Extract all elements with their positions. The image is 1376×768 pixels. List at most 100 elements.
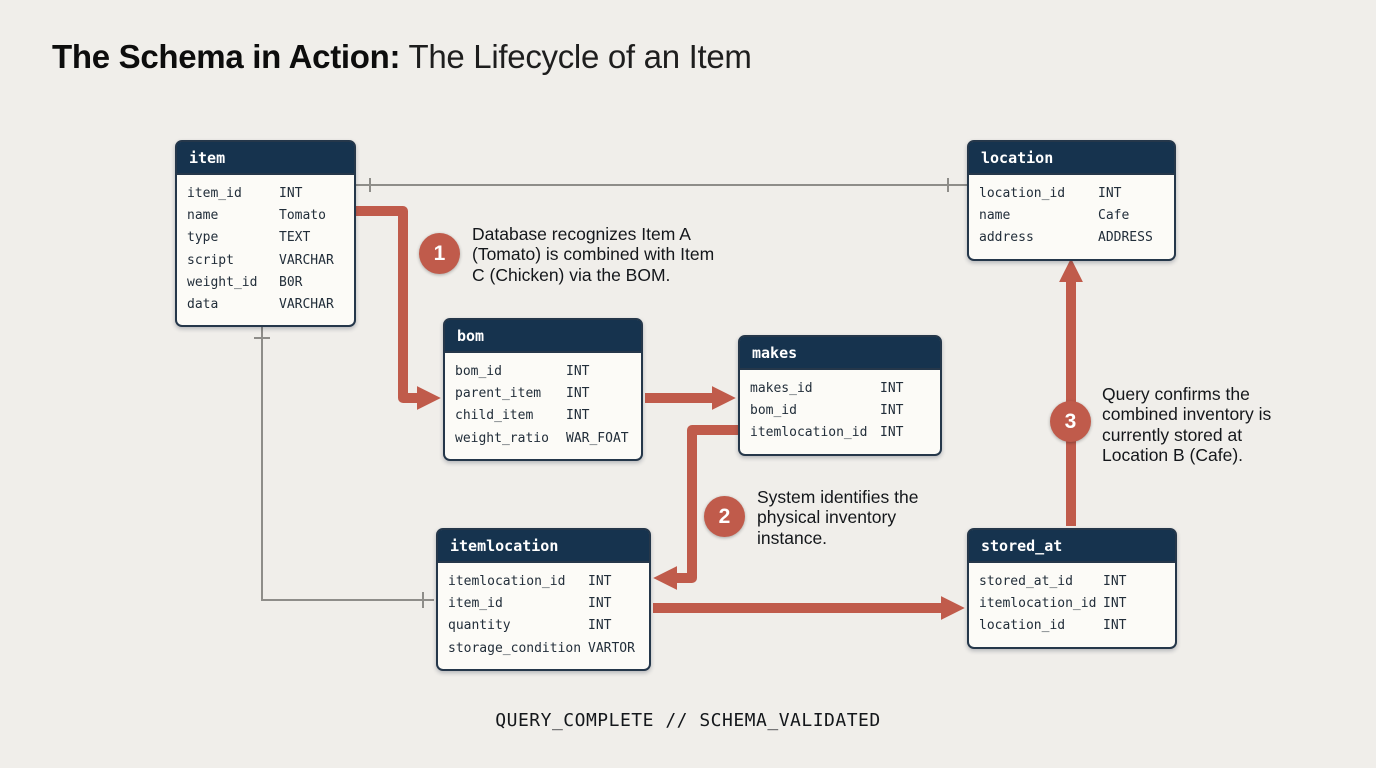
- field-name: data: [187, 297, 219, 313]
- table-row: script VARCHAR: [187, 250, 344, 272]
- field-type: INT: [1098, 186, 1122, 201]
- step-badge-1: 1: [419, 233, 460, 274]
- field-type: TEXT: [279, 230, 311, 246]
- table-row: stored_at_id INT: [979, 571, 1165, 593]
- field-name: child_item: [455, 408, 534, 424]
- field-name: itemlocation_id: [448, 574, 566, 589]
- field-type: INT: [588, 618, 612, 634]
- table-row: type TEXT: [187, 227, 344, 249]
- field-name: location_id: [979, 618, 1066, 634]
- field-type: VARCHAR: [279, 252, 334, 268]
- field-name: quantity: [448, 618, 511, 634]
- field-name: type: [187, 230, 219, 246]
- field-name: makes_id: [750, 381, 813, 396]
- flow-arrow-item-to-bom: [352, 206, 441, 411]
- field-type: INT: [566, 386, 590, 402]
- field-type: Tomato: [279, 208, 326, 224]
- table-location-body: location_id INT name Cafe address ADDRESS: [969, 175, 1174, 259]
- field-name: item_id: [448, 596, 503, 612]
- field-type: VARCHAR: [279, 297, 334, 313]
- table-item-header: item: [177, 142, 354, 175]
- field-name: stored_at_id: [979, 574, 1073, 589]
- table-row: weight_id B0R: [187, 272, 344, 294]
- field-type: INT: [880, 425, 904, 441]
- page-title-bold: The Schema in Action:: [52, 38, 401, 75]
- table-row: name Tomato: [187, 205, 344, 227]
- field-type: INT: [880, 403, 904, 419]
- step-note-1: Database recognizes Item A (Tomato) is c…: [472, 224, 715, 285]
- step-note-3: Query confirms the combined inventory is…: [1102, 384, 1272, 466]
- field-name: weight_id: [187, 274, 258, 290]
- table-bom-header: bom: [445, 320, 641, 353]
- table-makes-header: makes: [740, 337, 940, 370]
- table-row: makes_id INT: [750, 378, 930, 400]
- table-row: bom_id INT: [750, 400, 930, 422]
- flow-arrow-makes-to-itemlocation: [653, 425, 738, 591]
- field-type: INT: [880, 381, 904, 396]
- field-type: INT: [566, 408, 590, 424]
- field-name: location_id: [979, 186, 1066, 201]
- table-row: item_id INT: [448, 593, 639, 615]
- field-name: bom_id: [455, 364, 502, 379]
- table-row: itemlocation_id INT: [750, 422, 930, 444]
- field-name: script: [187, 252, 234, 268]
- table-stored-at-header: stored_at: [969, 530, 1175, 563]
- field-type: INT: [1103, 574, 1127, 589]
- page-title-regular: The Lifecycle of an Item: [400, 38, 752, 75]
- step-badge-3: 3: [1050, 401, 1091, 442]
- table-row: address ADDRESS: [979, 227, 1164, 249]
- table-location-header: location: [969, 142, 1174, 175]
- field-type: WAR_FOAT: [566, 430, 629, 446]
- table-row: name Cafe: [979, 205, 1164, 227]
- table-location: location location_id INT name Cafe address…: [967, 140, 1176, 261]
- table-row: itemlocation_id INT: [979, 593, 1165, 615]
- field-type: INT: [566, 364, 590, 379]
- field-name: itemlocation_id: [750, 425, 868, 441]
- field-type: INT: [279, 186, 303, 201]
- field-type: VARTOR: [588, 640, 635, 656]
- table-row: weight_ratio WAR_FOAT: [455, 428, 631, 450]
- table-row: child_item INT: [455, 405, 631, 427]
- table-row: item_id INT: [187, 183, 344, 205]
- status-line: QUERY_COMPLETE // SCHEMA_VALIDATED: [495, 710, 881, 731]
- field-type: ADDRESS: [1098, 230, 1153, 246]
- field-type: INT: [588, 574, 612, 589]
- relation-line-item-itemlocation: [261, 321, 434, 601]
- table-item: item item_id INT name Tomato type TEXT scri…: [175, 140, 356, 328]
- field-name: name: [979, 208, 1011, 224]
- field-name: name: [187, 208, 219, 224]
- field-name: weight_ratio: [455, 430, 549, 446]
- field-name: address: [979, 230, 1034, 246]
- field-type: B0R: [279, 274, 303, 290]
- field-name: bom_id: [750, 403, 797, 419]
- table-row: data VARCHAR: [187, 294, 344, 316]
- table-row: bom_id INT: [455, 361, 631, 383]
- table-row: itemlocation_id INT: [448, 571, 639, 593]
- field-type: Cafe: [1098, 208, 1130, 224]
- step-badge-2: 2: [704, 496, 745, 537]
- page-title: The Schema in Action: The Lifecycle of a…: [52, 38, 752, 76]
- field-type: INT: [588, 596, 612, 612]
- table-row: location_id INT: [979, 183, 1164, 205]
- field-type: INT: [1103, 618, 1127, 634]
- field-name: itemlocation_id: [979, 596, 1097, 612]
- table-itemlocation-header: itemlocation: [438, 530, 649, 563]
- field-type: INT: [1103, 596, 1127, 612]
- table-row: quantity INT: [448, 615, 639, 637]
- field-name: parent_item: [455, 386, 542, 402]
- field-name: storage_condition: [448, 640, 582, 656]
- field-name: item_id: [187, 186, 242, 201]
- table-row: storage_condition VARTOR: [448, 638, 639, 660]
- table-row: parent_item INT: [455, 383, 631, 405]
